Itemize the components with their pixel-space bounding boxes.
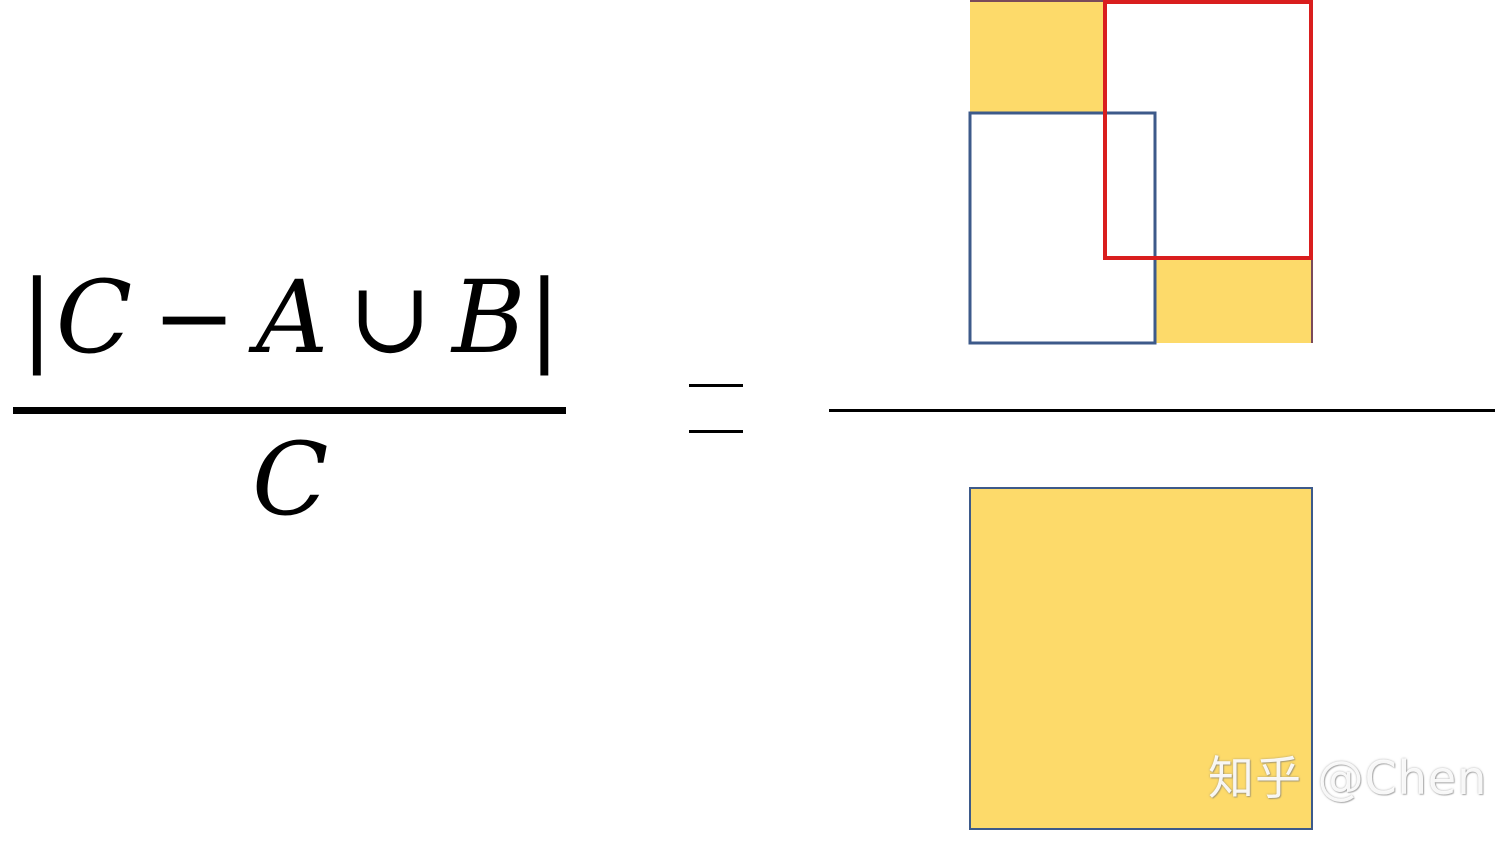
equals-sign-top-bar [689, 384, 743, 387]
abs-bar-left: | [20, 259, 56, 376]
symbol-a: A [256, 259, 331, 376]
symbol-c: C [55, 259, 135, 376]
uncovered-region-bottom-right [1155, 258, 1312, 343]
box-b [1103, 0, 1313, 260]
abs-bar-right: | [527, 259, 564, 376]
equals-sign-bottom-bar [689, 430, 743, 433]
right-fraction-line [829, 409, 1495, 412]
box-a [968, 111, 1157, 345]
watermark-text: 知乎 @Chen [1208, 751, 1488, 805]
numerator-expression: |C−A∪B| [20, 268, 563, 368]
left-fraction-line [13, 407, 566, 414]
box-c-filled [969, 487, 1313, 830]
minus-sign: − [152, 259, 239, 376]
union-sign: ∪ [348, 259, 435, 376]
denominator-expression: C [252, 430, 329, 530]
symbol-b: B [452, 259, 528, 376]
symbol-c-denominator: C [252, 421, 329, 538]
denominator-diagram [969, 487, 1313, 830]
uncovered-region-top-left [970, 1, 1105, 113]
numerator-diagram [968, 0, 1313, 345]
